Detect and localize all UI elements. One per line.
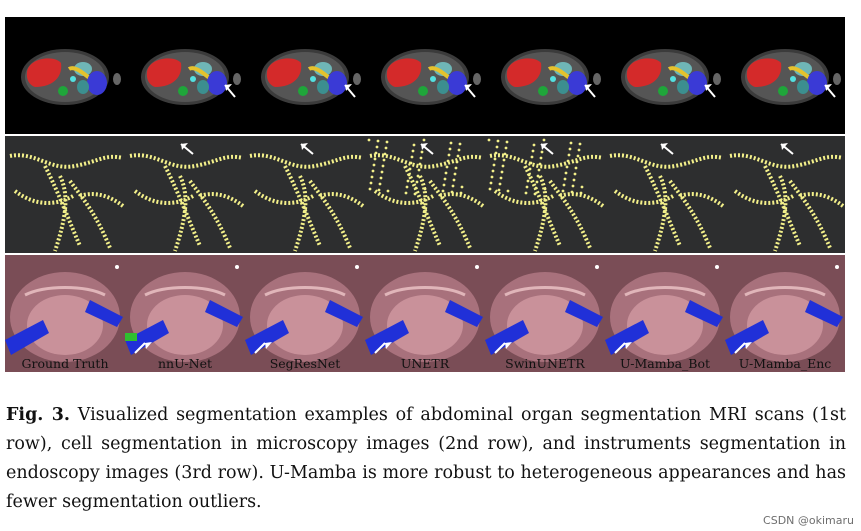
caption-text: Visualized segmentation examples of abdo… xyxy=(6,405,846,512)
image-mri-5 xyxy=(485,17,605,134)
figure-caption: Fig. 3. Visualized segmentation examples… xyxy=(6,401,846,517)
method-label: SegResNet xyxy=(269,356,341,371)
image-endoscopy-6 xyxy=(605,255,725,372)
image-endoscopy-1 xyxy=(5,255,125,372)
image-mri-6 xyxy=(605,17,725,134)
method-label: Ground Truth xyxy=(21,356,109,371)
image-mri-2 xyxy=(125,17,245,134)
image-endoscopy-5 xyxy=(485,255,605,372)
method-label: nnU-Net xyxy=(158,356,212,371)
image-mri-7 xyxy=(725,17,845,134)
watermark: CSDN @okimaru xyxy=(763,514,854,527)
method-label: U-Mamba_Enc xyxy=(738,356,832,371)
image-microscopy-4 xyxy=(365,136,485,253)
image-microscopy-1 xyxy=(5,136,125,253)
image-microscopy-7 xyxy=(725,136,845,253)
image-mri-1 xyxy=(5,17,125,134)
image-mri-4 xyxy=(365,17,485,134)
image-endoscopy-7 xyxy=(725,255,845,372)
method-label: U-Mamba_Bot xyxy=(619,356,711,371)
image-endoscopy-2 xyxy=(125,255,245,372)
image-microscopy-2 xyxy=(125,136,245,253)
method-label: SwinUNETR xyxy=(505,356,585,371)
method-label: UNETR xyxy=(400,356,450,371)
image-microscopy-3 xyxy=(245,136,365,253)
method-labels: Ground Truth nnU-Net SegResNet UNETR SwinUNE… xyxy=(5,356,846,374)
image-microscopy-5 xyxy=(485,136,605,253)
image-endoscopy-4 xyxy=(365,255,485,372)
image-endoscopy-3 xyxy=(245,255,365,372)
caption-label: Fig. 3. xyxy=(6,405,70,425)
image-mri-3 xyxy=(245,17,365,134)
image-microscopy-6 xyxy=(605,136,725,253)
figure-grid xyxy=(5,17,846,372)
